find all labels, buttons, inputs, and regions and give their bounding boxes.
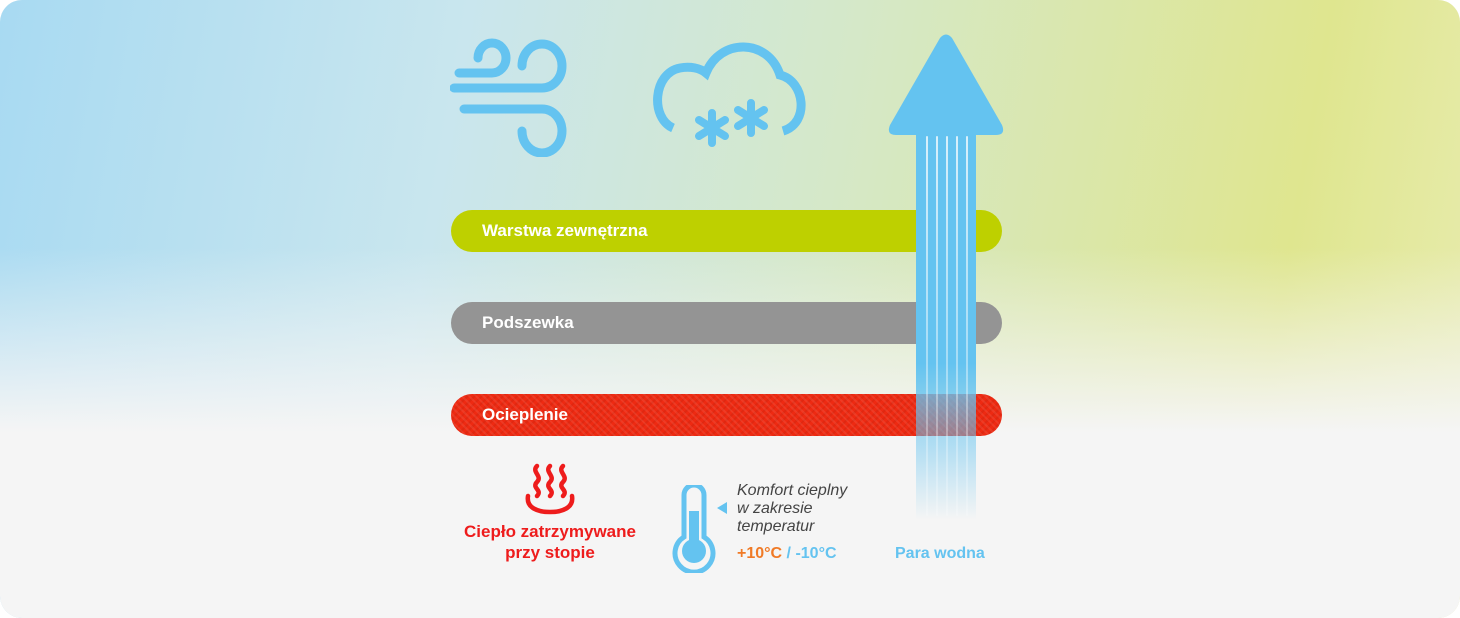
temp-cold: -10°C [795, 545, 837, 562]
comfort-line1: Komfort cieplny [737, 482, 848, 499]
snow-cloud-icon [653, 42, 806, 147]
comfort-description: Komfort cieplny w zakresie temperatur [737, 482, 847, 536]
comfort-line2: w zakresie [737, 500, 813, 517]
layer-outer-label: Warstwa zewnętrzna [482, 221, 648, 240]
temperature-range: +10°C / -10°C [737, 545, 837, 563]
heat-icon [525, 463, 575, 515]
temp-separator: / [782, 545, 796, 562]
arrow-up-icon [888, 34, 1004, 135]
thermometer-icon [672, 485, 727, 573]
comfort-line3: temperatur [737, 518, 815, 535]
layer-lining: Podszewka [451, 302, 1002, 344]
layer-lining-label: Podszewka [482, 313, 574, 332]
heat-label-line2: przy stopie [505, 543, 595, 562]
vapor-label: Para wodna [895, 545, 985, 562]
vapor-arrow-shaft [916, 128, 976, 520]
layer-insulation-label: Ocieplenie [482, 405, 568, 424]
wind-icon [450, 38, 567, 157]
heat-retained-label: Ciepło zatrzymywane przy stopie [440, 521, 660, 563]
layer-outer: Warstwa zewnętrzna [451, 210, 1002, 252]
heat-label-line1: Ciepło zatrzymywane [464, 522, 636, 541]
temp-warm: +10°C [737, 545, 783, 562]
layer-insulation: Ocieplenie [451, 394, 1002, 436]
